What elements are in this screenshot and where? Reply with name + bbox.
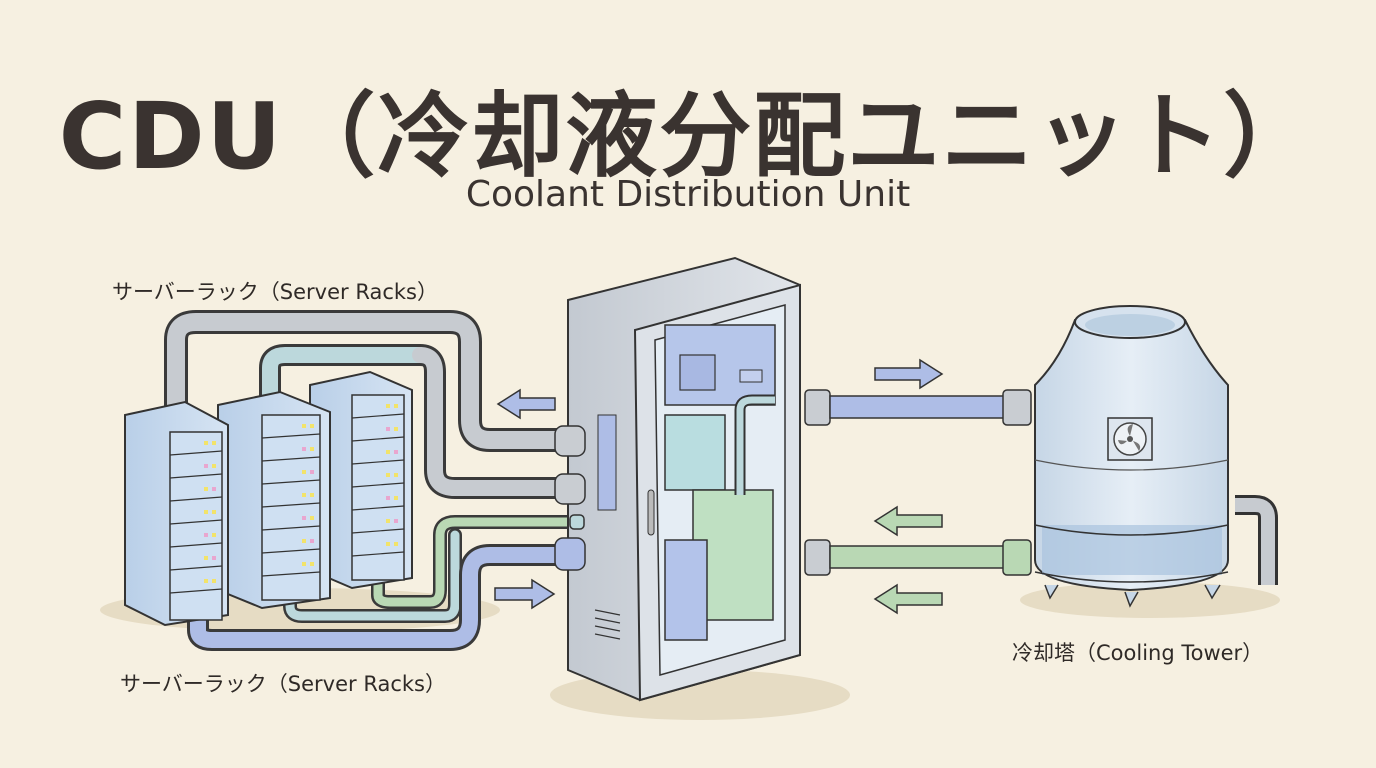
rack-led xyxy=(310,424,314,428)
rack-led xyxy=(302,470,306,474)
rack-pipes xyxy=(164,310,587,651)
rack-slot-divider xyxy=(351,505,405,511)
tower-pipes xyxy=(804,389,1032,576)
rack-led xyxy=(310,470,314,474)
rack-slot-divider xyxy=(351,528,405,534)
rack-led xyxy=(386,404,390,408)
rack-led xyxy=(394,450,398,454)
rack-led xyxy=(302,424,306,428)
rack-led xyxy=(212,556,216,560)
rack-led xyxy=(386,519,390,523)
rack-led xyxy=(302,562,306,566)
rack-led xyxy=(204,487,208,491)
rack-led xyxy=(212,487,216,491)
rack-led xyxy=(394,473,398,477)
rack-slot-divider xyxy=(169,450,223,456)
rack-led xyxy=(302,493,306,497)
server-rack-1 xyxy=(124,400,229,627)
rack-slot-divider xyxy=(261,548,321,554)
rack-slot-divider xyxy=(169,496,223,502)
rack-slot-divider xyxy=(169,542,223,548)
rack-led xyxy=(204,464,208,468)
rack-slot-divider xyxy=(351,482,405,488)
rack-led xyxy=(386,542,390,546)
cdu-pipe-couplings xyxy=(554,425,586,571)
rack-led xyxy=(310,516,314,520)
cooling-tower-label: 冷却塔（Cooling Tower） xyxy=(1012,641,1264,665)
rack-led xyxy=(204,533,208,537)
rack-slot-divider xyxy=(351,551,405,557)
server-racks-label-bottom: サーバーラック（Server Racks） xyxy=(120,672,446,696)
rack-slot-divider xyxy=(169,473,223,479)
rack-led xyxy=(394,496,398,500)
rack-led xyxy=(310,447,314,451)
rack-led xyxy=(394,427,398,431)
rack-slot-divider xyxy=(169,565,223,571)
rack-status-leds xyxy=(169,404,405,594)
rack-led xyxy=(204,556,208,560)
server-rack-2 xyxy=(217,390,331,610)
rack-slot-divider xyxy=(261,525,321,531)
server-racks-label-top: サーバーラック（Server Racks） xyxy=(112,280,438,304)
flow-arrow-right-icon xyxy=(874,358,944,390)
rack-slot-divider xyxy=(169,519,223,525)
rack-led xyxy=(212,464,216,468)
rack-slot-divider xyxy=(261,479,321,485)
rack-led xyxy=(212,533,216,537)
rack-led xyxy=(212,579,216,583)
cooling-tower xyxy=(1034,305,1278,608)
pump xyxy=(664,539,708,641)
page-title: CDU（冷却液分配ユニット） xyxy=(58,83,1318,190)
rack-slot-divider xyxy=(169,588,223,594)
flow-arrow-left-icon xyxy=(496,388,556,420)
rack-led xyxy=(310,562,314,566)
cdu-cabinet xyxy=(554,256,801,702)
rack-slot-divider xyxy=(261,571,321,577)
rack-led xyxy=(212,441,216,445)
rack-led xyxy=(302,539,306,543)
rack-led xyxy=(212,510,216,514)
rack-led xyxy=(310,539,314,543)
page-subtitle: Coolant Distribution Unit xyxy=(465,174,911,215)
rack-led xyxy=(386,496,390,500)
rack-slot-divider xyxy=(261,433,321,439)
rack-led xyxy=(394,519,398,523)
rack-led xyxy=(394,542,398,546)
rack-led xyxy=(204,510,208,514)
rack-slot-divider xyxy=(351,459,405,465)
door-handle xyxy=(647,489,655,536)
rack-led xyxy=(394,404,398,408)
heat-exchanger xyxy=(664,414,726,491)
rack-slot-divider xyxy=(261,502,321,508)
rack-slot-divider xyxy=(351,436,405,442)
rack-led xyxy=(386,450,390,454)
flow-arrow-left-icon xyxy=(873,505,943,537)
rack-led xyxy=(204,441,208,445)
rack-led xyxy=(310,493,314,497)
rack-led xyxy=(386,473,390,477)
rack-slot-divider xyxy=(261,456,321,462)
rack-led xyxy=(386,427,390,431)
flow-arrow-right-icon xyxy=(494,578,556,610)
flow-arrow-left-icon xyxy=(873,583,943,615)
rack-led xyxy=(204,579,208,583)
rack-slot-divider xyxy=(351,413,405,419)
rack-led xyxy=(302,516,306,520)
rack-led xyxy=(302,447,306,451)
